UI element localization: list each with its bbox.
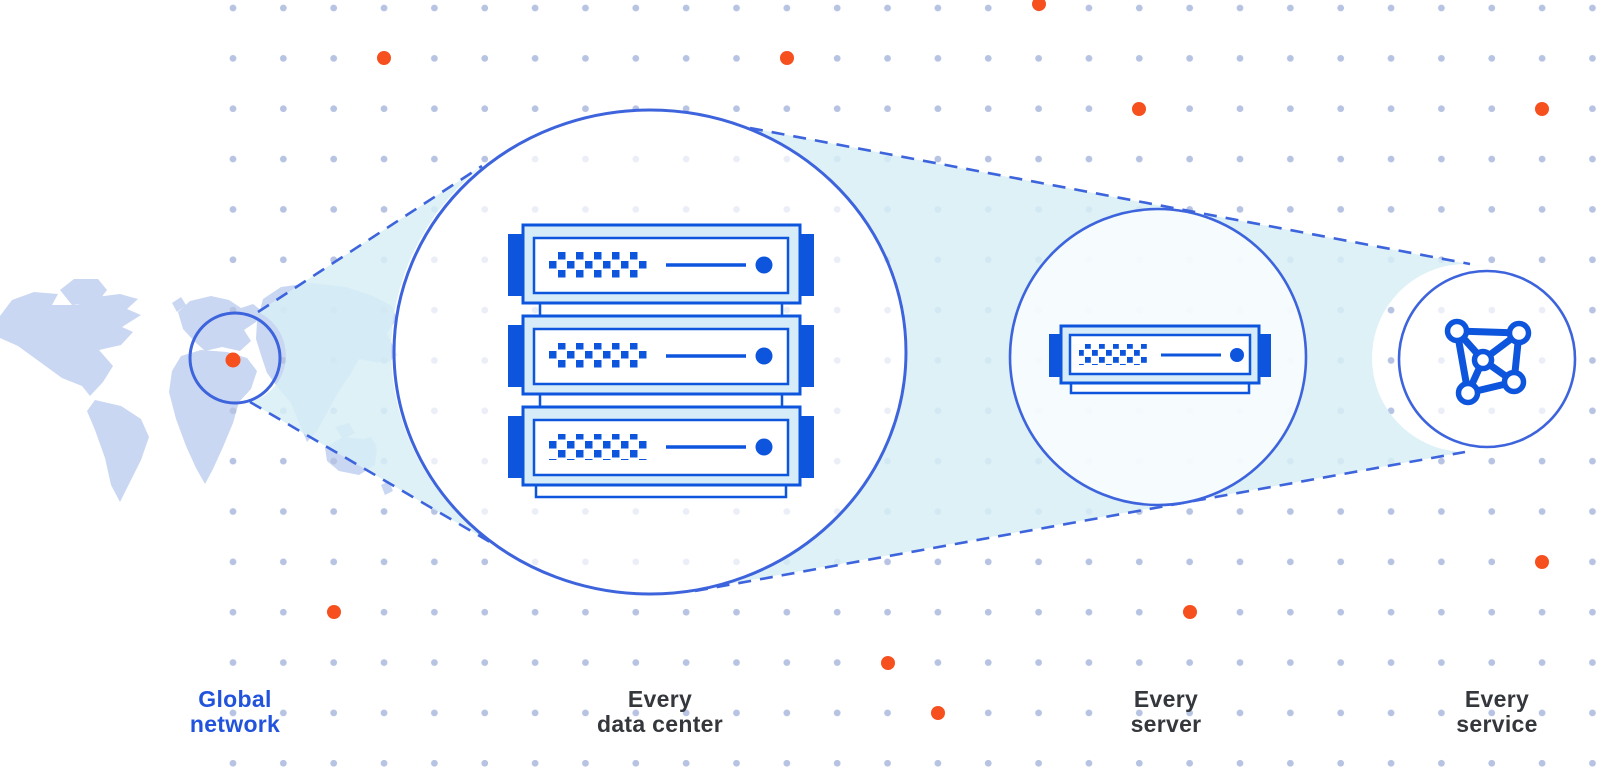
dashed-tangent-line [749, 126, 1471, 266]
dashed-tangent-line [257, 164, 483, 314]
server-led-dot [755, 256, 773, 274]
server-unit [508, 314, 814, 396]
orange-accent-dot [327, 605, 341, 619]
server-led-dot [1230, 348, 1244, 362]
globe-focus-circle [188, 311, 282, 405]
dashed-tangent-line [249, 400, 491, 544]
mesh-node [1506, 320, 1532, 346]
caption-line: Every [627, 686, 693, 712]
network-mesh-icon [1444, 318, 1532, 406]
caption-global-network: Global network [190, 687, 280, 737]
north-america [0, 292, 141, 396]
british-isles [172, 297, 186, 312]
orange-accent-dot [780, 51, 794, 65]
orange-accent-dot [377, 51, 391, 65]
caption-line: Every [1133, 686, 1199, 712]
server-dot-matrix [548, 343, 647, 369]
server-unit [508, 405, 814, 487]
orange-accent-dot [1535, 102, 1549, 116]
server-tab [508, 325, 525, 387]
server-tab [508, 416, 525, 478]
orange-accent-dot [1183, 605, 1197, 619]
orange-accent-dot [931, 706, 945, 720]
orange-accent-dot [1535, 555, 1549, 569]
server-rack-icon [508, 223, 814, 499]
zoom-cone-left [250, 166, 490, 542]
server-unit [508, 223, 814, 305]
mesh-node-center [1471, 348, 1495, 372]
server-dot-matrix [1079, 344, 1147, 365]
server-dot-matrix [548, 434, 647, 460]
caption-line: network [189, 711, 281, 737]
orange-accent-dot [1032, 0, 1046, 11]
mesh-node [1444, 318, 1470, 344]
server-icon [1049, 324, 1271, 395]
server-led-dot [755, 438, 773, 456]
caption-line: data center [596, 711, 724, 737]
server-led-dot [755, 347, 773, 365]
server-tab [1049, 334, 1062, 377]
orange-accent-dot [1132, 102, 1146, 116]
server-tab [508, 234, 525, 296]
caption-line: server [1130, 711, 1202, 737]
mesh-node [1501, 369, 1527, 395]
zoom-tangent-lines [249, 126, 1471, 593]
south-america [87, 400, 149, 502]
orange-accent-dot [881, 656, 895, 670]
caption-line: service [1456, 711, 1538, 737]
caption-line: Every [1464, 686, 1530, 712]
server-dot-matrix [548, 252, 647, 278]
caption-every-server: Every server [1131, 687, 1202, 737]
location-marker-icon [225, 352, 241, 368]
accent-dots [327, 0, 1549, 720]
server-tab [1258, 334, 1271, 377]
mesh-node [1455, 380, 1481, 406]
caption-line: Global [198, 686, 272, 712]
caption-every-data-center: Every data center [597, 687, 723, 737]
caption-every-service: Every service [1456, 687, 1537, 737]
